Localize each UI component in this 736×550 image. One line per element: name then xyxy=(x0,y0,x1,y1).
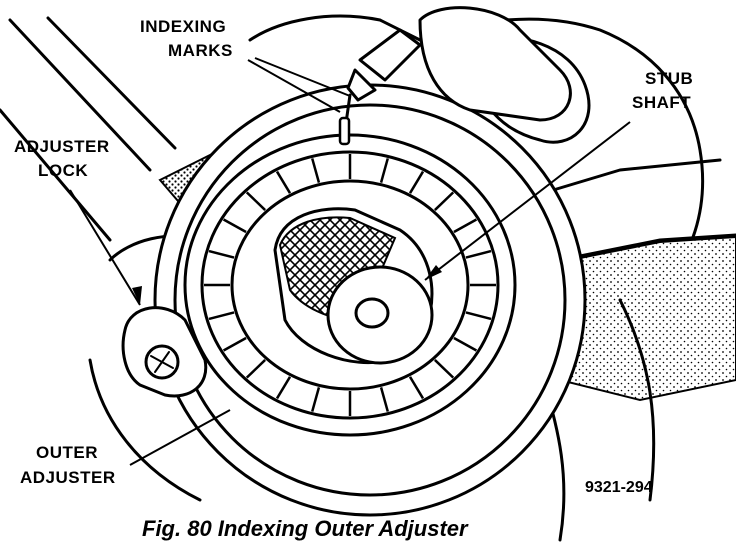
adjuster-slot-divider xyxy=(379,158,389,183)
adjuster-slot-divider xyxy=(433,359,455,379)
hand-with-marker xyxy=(343,6,572,132)
stub-shaft-label-line1: STUB xyxy=(645,69,693,88)
figure-code: 9321-294 xyxy=(585,479,653,496)
adjuster-slot-divider xyxy=(222,218,247,234)
indexing-marks-leader-1 xyxy=(247,59,341,113)
adjuster-lock-leader xyxy=(69,189,141,306)
adjuster-slot-divider xyxy=(453,336,478,352)
adjuster-lock xyxy=(121,306,208,398)
adjuster-slot-divider xyxy=(311,158,321,183)
outer-adjuster-leader xyxy=(129,409,231,466)
adjuster-slot-divider xyxy=(433,191,455,211)
adjuster-slots xyxy=(204,154,496,416)
indexing-marks-label-line1: INDEXING xyxy=(140,17,226,36)
stub-shaft xyxy=(273,207,434,365)
adjuster-slot-divider xyxy=(408,170,425,194)
outer-adjuster-label-line1: OUTER xyxy=(36,443,98,462)
adjuster-slot-divider xyxy=(465,311,492,321)
adjuster-slot-divider xyxy=(379,387,389,412)
indexing-marks-label-line2: MARKS xyxy=(168,41,233,60)
stub-shaft-leader xyxy=(424,121,631,281)
adjuster-slot-divider xyxy=(245,191,267,211)
stub-shaft-arrowhead xyxy=(425,265,442,280)
adjuster-slot-divider xyxy=(275,170,292,194)
adjuster-slot-divider xyxy=(408,376,425,400)
adjuster-slot-divider xyxy=(222,336,247,352)
stub-shaft-label-line2: SHAFT xyxy=(632,93,691,112)
adjuster-slot-divider xyxy=(275,376,292,400)
adjuster-slot-divider xyxy=(245,359,267,379)
adjuster-slot-divider xyxy=(208,249,235,259)
adjuster-lock-label-line1: ADJUSTER xyxy=(14,137,110,156)
outer-adjuster-label-line2: ADJUSTER xyxy=(20,468,116,487)
adjuster-lock-arrowhead xyxy=(132,286,142,305)
adjuster-slot-divider xyxy=(453,218,478,234)
adjuster-slot-divider xyxy=(465,249,492,259)
leader-lines xyxy=(69,57,631,466)
adjuster-slot-divider xyxy=(311,387,321,412)
indexing-mark-graphic xyxy=(338,116,351,146)
adjuster-lock-label-line2: LOCK xyxy=(38,161,88,180)
adjuster-slot-divider xyxy=(208,311,235,321)
figure-caption: Fig. 80 Indexing Outer Adjuster xyxy=(142,516,469,541)
indexing-marks-leader-2 xyxy=(254,57,351,97)
